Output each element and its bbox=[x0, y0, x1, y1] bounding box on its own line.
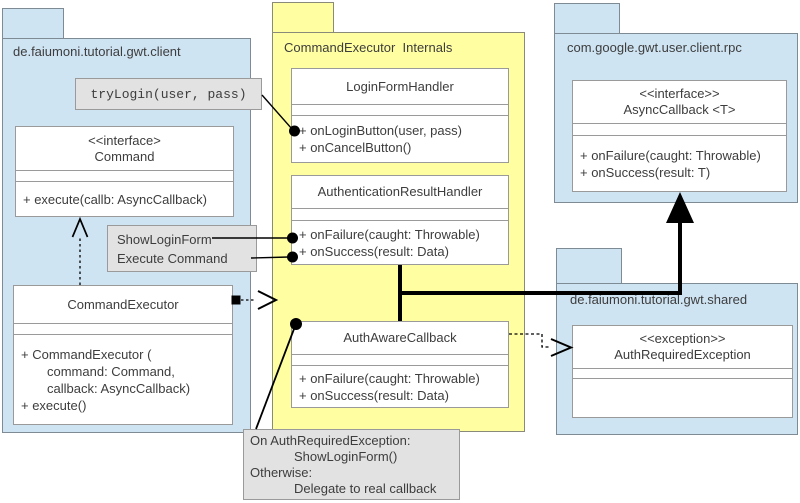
class-auth-aware-callback: AuthAwareCallback + onFailure(caught: Th… bbox=[291, 321, 509, 408]
class-auth-aware-callback-name: AuthAwareCallback bbox=[343, 330, 457, 345]
class-async-callback-operations: + onFailure(caught: Throwable) + onSucce… bbox=[573, 136, 786, 191]
class-login-form-handler-attributes bbox=[292, 105, 508, 116]
class-auth-aware-callback-attributes bbox=[292, 355, 508, 366]
class-command: <<interface> Command + execute(callb: As… bbox=[15, 126, 234, 217]
note-line: Otherwise: bbox=[250, 464, 313, 480]
class-async-callback-attributes bbox=[573, 124, 786, 136]
class-authentication-result-handler-operations: + onFailure(caught: Throwable) + onSucce… bbox=[292, 221, 508, 264]
class-command-stereotype: <<interface> bbox=[88, 132, 161, 148]
class-auth-required-exception: <<exception>> AuthRequiredException bbox=[572, 325, 793, 418]
class-login-form-handler-operations: + onLoginButton(user, pass) + onCancelBu… bbox=[292, 116, 508, 162]
operation: callback: AsyncCallback) bbox=[47, 380, 191, 396]
package-shared-tab bbox=[556, 248, 622, 284]
class-authentication-result-handler: AuthenticationResultHandler + onFailure(… bbox=[291, 175, 509, 265]
operation: + onCancelButton() bbox=[299, 140, 412, 155]
note-execute-command-label: Execute Command bbox=[117, 250, 228, 266]
operation: + onLoginButton(user, pass) bbox=[299, 123, 462, 138]
note-auth-behavior: On AuthRequiredException: ShowLoginForm(… bbox=[243, 429, 460, 500]
class-async-callback-name: AsyncCallback <T> bbox=[623, 102, 736, 117]
package-rpc-title: com.google.gwt.user.client.rpc bbox=[567, 40, 742, 55]
package-client-tab bbox=[2, 8, 64, 39]
operation: + onFailure(caught: Throwable) bbox=[299, 370, 480, 386]
note-line: On AuthRequiredException: bbox=[250, 432, 411, 448]
operation: + onSuccess(result: T) bbox=[580, 164, 711, 180]
class-command-executor-name: CommandExecutor bbox=[67, 296, 179, 312]
note-show-login-execute: ShowLoginForm Execute Command bbox=[107, 225, 257, 272]
package-client-title: de.faiumoni.tutorial.gwt.client bbox=[13, 44, 181, 59]
operation: + onFailure(caught: Throwable) bbox=[299, 226, 480, 242]
operation: + onFailure(caught: Throwable) bbox=[580, 147, 761, 163]
package-rpc-tab bbox=[554, 3, 620, 34]
package-shared-title: de.faiumoni.tutorial.gwt.shared bbox=[570, 292, 748, 307]
operation: + execute() bbox=[21, 397, 87, 413]
class-login-form-handler: LoginFormHandler + onLoginButton(user, p… bbox=[291, 68, 509, 163]
package-internals-tab bbox=[272, 2, 334, 33]
class-auth-required-exception-attributes bbox=[573, 369, 792, 379]
note-line: Delegate to real callback bbox=[294, 480, 437, 496]
class-async-callback-stereotype: <<interface>> bbox=[639, 86, 720, 101]
class-command-attributes bbox=[16, 171, 233, 182]
class-command-name: Command bbox=[94, 148, 155, 164]
operation: + execute(callb: AsyncCallback) bbox=[23, 191, 207, 207]
class-command-operations: + execute(callb: AsyncCallback) bbox=[16, 182, 233, 216]
note-line: ShowLoginForm() bbox=[294, 448, 398, 464]
note-show-login-form-label: ShowLoginForm bbox=[117, 231, 212, 247]
class-async-callback: <<interface>> AsyncCallback <T> + onFail… bbox=[572, 80, 787, 192]
package-internals-title: CommandExecutor Internals bbox=[284, 40, 453, 55]
class-authentication-result-handler-name: AuthenticationResultHandler bbox=[317, 184, 483, 199]
operation: + CommandExecutor ( bbox=[21, 346, 152, 362]
class-command-executor-operations: + CommandExecutor ( command: Command, ca… bbox=[14, 335, 232, 424]
class-auth-required-exception-name: AuthRequiredException bbox=[614, 347, 751, 362]
class-auth-required-exception-stereotype: <<exception>> bbox=[639, 331, 726, 346]
class-auth-required-exception-operations bbox=[573, 379, 792, 417]
operation: + onSuccess(result: Data) bbox=[299, 387, 449, 403]
operation: + onSuccess(result: Data) bbox=[299, 243, 449, 259]
class-command-executor-attributes bbox=[14, 324, 232, 335]
class-auth-aware-callback-operations: + onFailure(caught: Throwable) + onSucce… bbox=[292, 366, 508, 407]
class-login-form-handler-name: LoginFormHandler bbox=[346, 78, 454, 94]
class-command-executor: CommandExecutor + CommandExecutor ( comm… bbox=[13, 285, 233, 425]
class-authentication-result-handler-attributes bbox=[292, 209, 508, 221]
operation: command: Command, bbox=[47, 363, 175, 379]
note-try-login: tryLogin(user, pass) bbox=[75, 78, 262, 110]
